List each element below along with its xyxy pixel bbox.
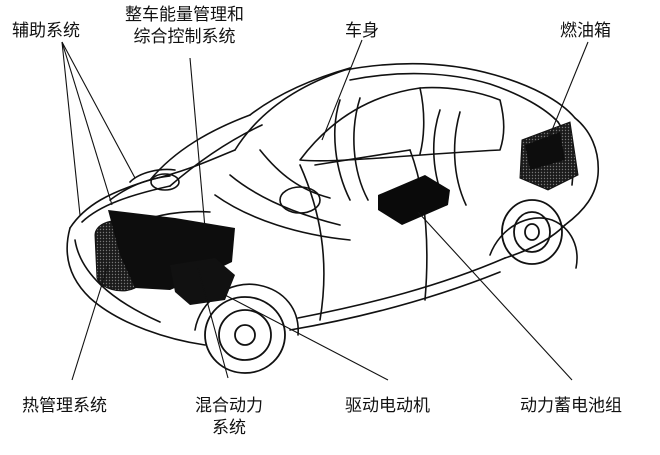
components	[94, 121, 579, 305]
label-hybrid-power-line2: 系统	[212, 418, 246, 438]
label-hybrid-power-line1: 混合动力	[195, 396, 263, 416]
label-body: 车身	[345, 21, 379, 41]
front-wheel	[204, 296, 286, 374]
label-thermal-management: 热管理系统	[22, 396, 107, 416]
label-hybrid-power: 混合动力 系统	[195, 395, 263, 439]
label-energy-management-line2: 综合控制系统	[133, 27, 236, 47]
drive-motor-block	[170, 258, 235, 305]
label-energy-management: 整车能量管理和 综合控制系统	[125, 4, 244, 48]
label-auxiliary-system: 辅助系统	[12, 21, 80, 41]
label-energy-management-line1: 整车能量管理和	[125, 5, 244, 25]
rear-wheel	[501, 199, 563, 265]
car-body-outline	[66, 62, 600, 346]
label-battery-pack: 动力蓄电池组	[520, 396, 622, 416]
label-drive-motor: 驱动电动机	[345, 396, 430, 416]
leader-lines	[61, 39, 589, 381]
battery-pack-block	[378, 175, 450, 225]
label-fuel-tank: 燃油箱	[560, 21, 611, 41]
